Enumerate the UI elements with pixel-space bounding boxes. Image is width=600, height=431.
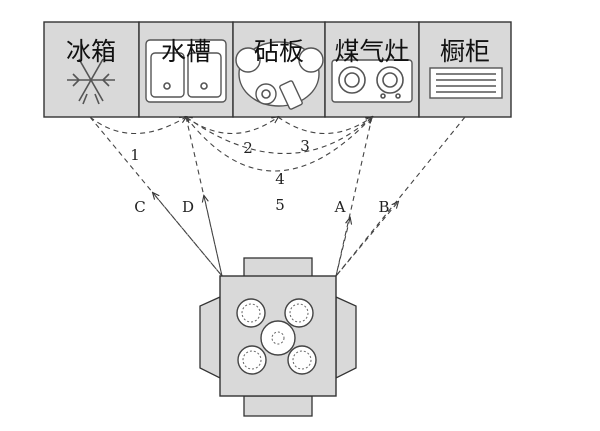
work-path-5-label: 5 bbox=[275, 196, 285, 214]
station-fridge: 冰箱 bbox=[43, 21, 140, 118]
station-label: 冰箱 bbox=[66, 37, 116, 66]
table-path-d-label: D bbox=[182, 198, 194, 216]
work-path-2-label: 2 bbox=[243, 139, 253, 157]
station-cabinet: 橱柜 bbox=[418, 21, 512, 118]
station-cutting-board: 砧板 bbox=[232, 21, 326, 118]
station-label: 水槽 bbox=[161, 37, 211, 66]
work-path-2-arrow bbox=[185, 117, 278, 134]
workflow-paths: 1 2 3 4 5 bbox=[89, 117, 373, 214]
sink-icon bbox=[145, 39, 227, 103]
table-path-a-label: A bbox=[334, 198, 346, 216]
chair-top bbox=[243, 257, 313, 279]
work-path-4-arrow bbox=[186, 117, 373, 154]
work-path-1-label: 1 bbox=[130, 146, 140, 164]
chair-bottom bbox=[243, 395, 313, 417]
work-path-4-label: 4 bbox=[275, 170, 285, 188]
work-path-5-arrow bbox=[185, 117, 372, 172]
cabinet-icon bbox=[429, 67, 503, 99]
table-path-b-line bbox=[335, 116, 466, 277]
station-row: 冰箱 水槽 砧板 bbox=[43, 21, 512, 118]
table-paths: A B C D bbox=[89, 116, 466, 277]
table-path-b-arrow bbox=[335, 202, 398, 277]
table-path-a-line bbox=[335, 116, 373, 277]
table-path-c-label: C bbox=[134, 198, 145, 216]
station-label: 煤气灶 bbox=[334, 37, 409, 66]
stove-icon bbox=[331, 59, 413, 103]
plates bbox=[236, 298, 317, 375]
chair-right bbox=[335, 295, 357, 380]
station-sink: 水槽 bbox=[138, 21, 234, 118]
table-path-d-arrow bbox=[204, 196, 223, 277]
station-label: 橱柜 bbox=[440, 37, 490, 66]
station-label: 砧板 bbox=[254, 37, 304, 66]
table-path-b-label: B bbox=[378, 198, 389, 216]
dining-table-icon bbox=[199, 257, 357, 417]
cutting-board-icon bbox=[235, 41, 324, 110]
snowflake-icon bbox=[67, 58, 115, 105]
work-path-1-arrow bbox=[89, 117, 186, 134]
work-path-3-arrow bbox=[277, 117, 372, 134]
work-path-3-label: 3 bbox=[300, 137, 310, 155]
station-stove: 煤气灶 bbox=[324, 21, 420, 118]
chair-left bbox=[199, 295, 221, 380]
table-path-a-arrow bbox=[335, 218, 350, 277]
